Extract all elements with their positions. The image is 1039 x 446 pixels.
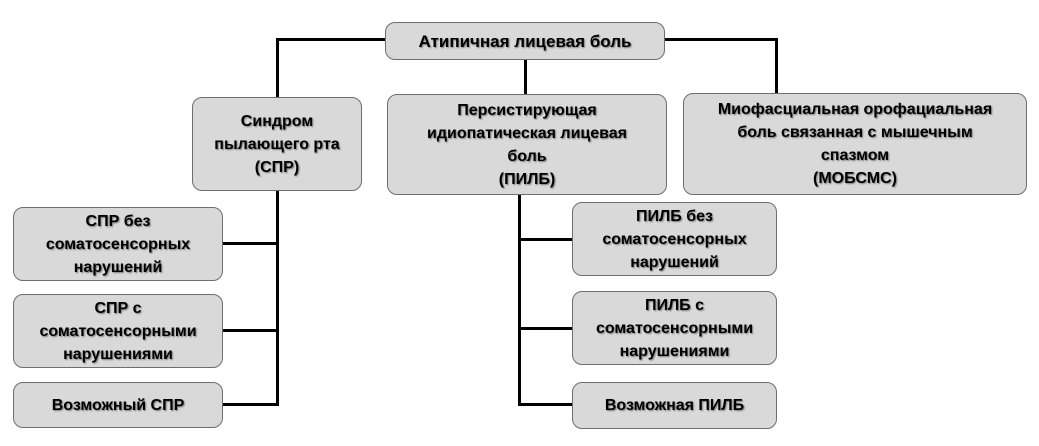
node-bms-without-somatosensory: СПР без соматосенсорных нарушений bbox=[13, 207, 223, 281]
node-myofascial-orofacial-pain: Миофасциальная орофациальная боль связан… bbox=[683, 93, 1027, 195]
node-possible-pifp: Возможная ПИЛБ bbox=[572, 382, 777, 429]
connector-bms-child2-stub bbox=[222, 329, 278, 332]
node-atypical-facial-pain: Атипичная лицевая боль bbox=[385, 22, 665, 60]
node-bms-with-somatosensory: СПР с соматосенсорными нарушениями bbox=[13, 294, 223, 368]
connector-root-to-bms-horizontal bbox=[276, 38, 386, 41]
connector-pifp-children-trunk bbox=[518, 194, 521, 406]
node-possible-bms: Возможный СПР bbox=[13, 382, 223, 428]
connector-pifp-child2-stub bbox=[518, 327, 574, 330]
connector-pifp-child3-stub bbox=[518, 403, 574, 406]
connector-bms-children-trunk bbox=[276, 190, 279, 406]
connector-root-to-mofp-vertical bbox=[775, 38, 778, 95]
connector-bms-child3-stub bbox=[222, 403, 279, 406]
connector-root-to-mofp-horizontal bbox=[664, 38, 778, 41]
connector-pifp-child1-stub bbox=[518, 238, 574, 241]
node-pifp-without-somatosensory: ПИЛБ без соматосенсорных нарушений bbox=[572, 202, 777, 276]
connector-root-to-bms-vertical bbox=[276, 38, 279, 98]
node-burning-mouth-syndrome: Синдром пылающего рта (СПР) bbox=[192, 97, 362, 191]
node-pifp-with-somatosensory: ПИЛБ с соматосенсорными нарушениями bbox=[572, 291, 777, 365]
connector-bms-child1-stub bbox=[222, 242, 278, 245]
connector-root-to-pifp-vertical bbox=[524, 59, 527, 96]
node-persistent-idiopathic-facial-pain: Персистирующая идиопатическая лицевая бо… bbox=[387, 94, 667, 195]
